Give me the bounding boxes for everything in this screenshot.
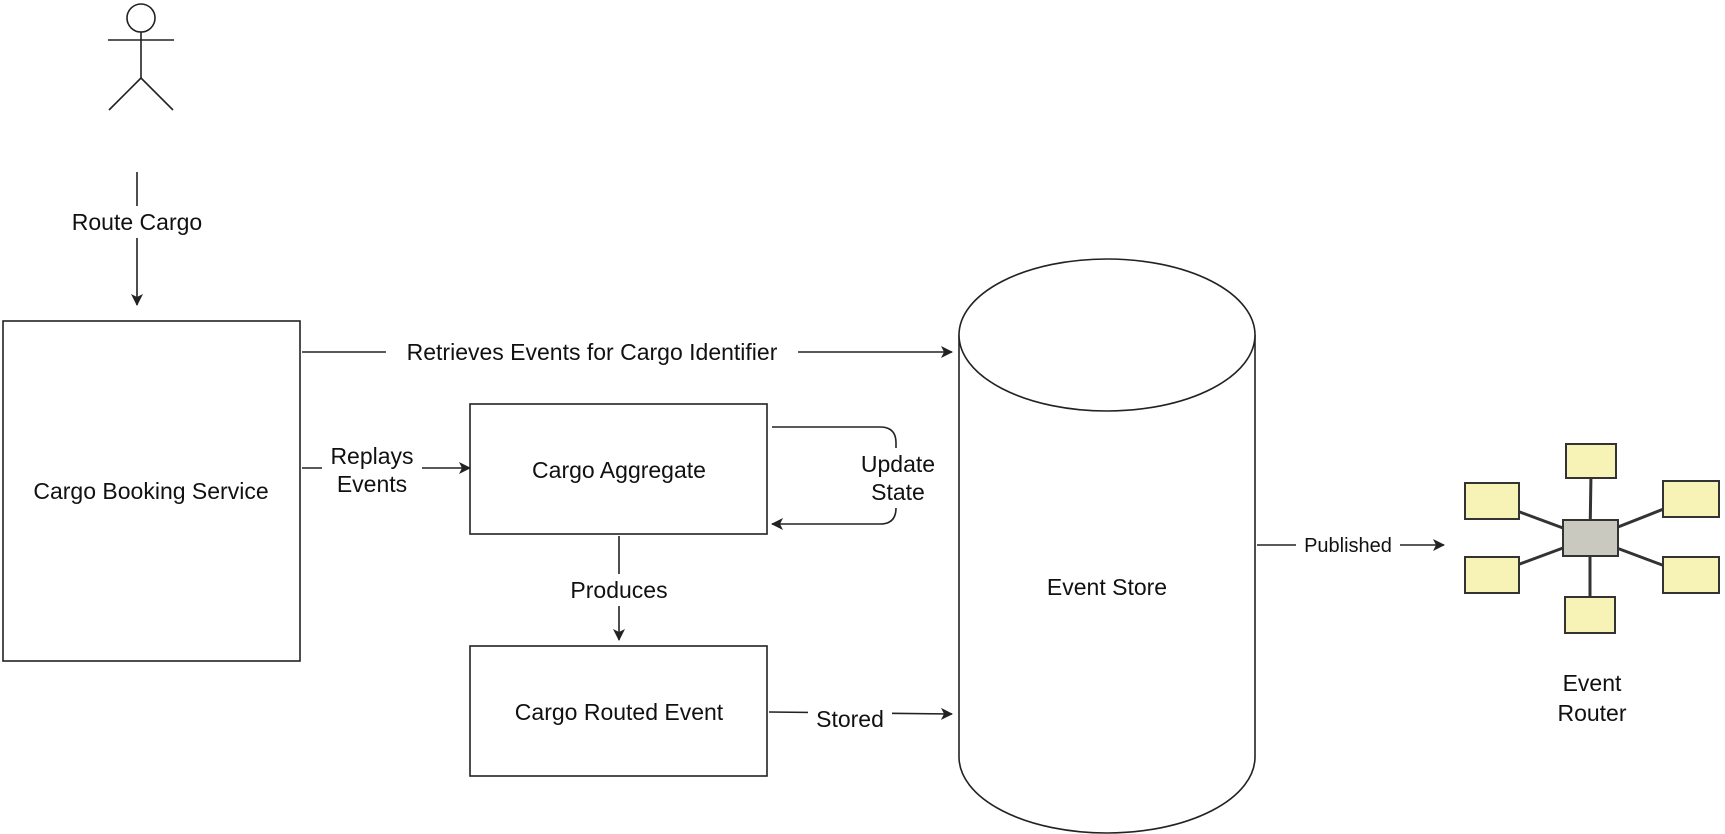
update-label: Update (861, 451, 935, 477)
cargo-routed-event-node: Cargo Routed Event (469, 645, 768, 777)
route-cargo-label: Route Cargo (72, 209, 202, 235)
event-label: Event (1563, 670, 1622, 696)
replays-label: Replays (330, 443, 413, 469)
cargo-aggregate-node: Cargo Aggregate (469, 403, 768, 535)
published-edge: Published (1257, 531, 1445, 559)
router-label: Router (1557, 700, 1626, 726)
cargo-booking-service-label: Cargo Booking Service (33, 478, 268, 504)
retrieves-events-edge: Retrieves Events for Cargo Identifier (302, 336, 953, 368)
produces-edge: Produces (560, 536, 678, 641)
event-router-icon (1464, 443, 1720, 634)
route-cargo-edge: Route Cargo (62, 172, 212, 306)
stored-edge: Stored (768, 702, 953, 734)
produces-label: Produces (570, 577, 667, 603)
update-state-edge: Update State (771, 426, 944, 530)
events-label: Events (337, 471, 407, 497)
cargo-aggregate-label: Cargo Aggregate (532, 457, 706, 483)
published-label: Published (1304, 535, 1392, 557)
stick-figure-actor-icon (108, 3, 174, 111)
cargo-booking-service-node: Cargo Booking Service (2, 320, 301, 662)
replays-events-edge: Replays Events (302, 440, 471, 500)
cargo-routed-event-label: Cargo Routed Event (515, 699, 724, 725)
retrieves-events-label: Retrieves Events for Cargo Identifier (407, 339, 778, 365)
event-store-node: Event Store (958, 258, 1256, 834)
state-label: State (871, 479, 925, 505)
event-store-label: Event Store (1047, 574, 1167, 600)
stored-label: Stored (816, 706, 884, 732)
